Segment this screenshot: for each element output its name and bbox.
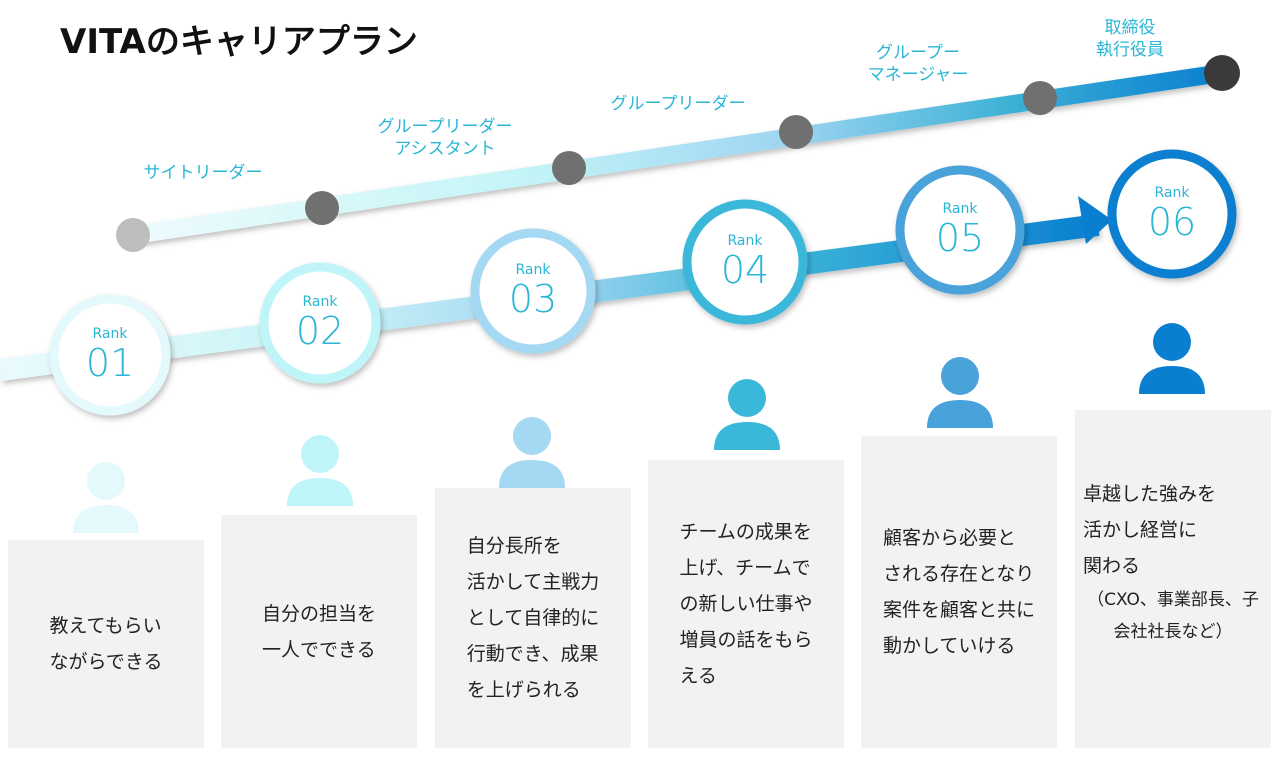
position-label-line: マネージャー: [867, 65, 969, 85]
description-line: チームの成果を: [679, 521, 812, 543]
description-text: 教えてもらいながらできる: [49, 608, 162, 680]
rank-circle: [1107, 149, 1237, 279]
rank-description-box: 顧客から必要とされる存在となり案件を顧客と共に動かしていける: [861, 436, 1057, 748]
rank-description-box: 自分の担当を一人でできる: [221, 515, 417, 748]
rank-word: Rank: [302, 294, 338, 310]
description-line: 自分長所を: [466, 535, 562, 557]
track-milestone-dot: [779, 115, 813, 149]
rank-word: Rank: [92, 326, 128, 342]
person-icon: [73, 462, 139, 533]
person-icon: [714, 379, 780, 450]
position-label-line: グループリーダー: [377, 117, 513, 137]
description-line: 活かし経営に: [1083, 519, 1198, 541]
description-line: 行動でき、成果: [466, 643, 599, 665]
rank-word: Rank: [515, 262, 551, 278]
rank-word: Rank: [1154, 185, 1190, 201]
track-milestone-dot: [1204, 55, 1240, 91]
description-line: 顧客から必要と: [882, 527, 1016, 549]
description-line: 案件を顧客と共に: [882, 599, 1035, 621]
rank-circle: [259, 262, 381, 384]
description-line: 関わる: [1083, 555, 1141, 577]
description-line: 活かして主戦力: [466, 571, 600, 593]
rank-description-box: 卓越した強みを活かし経営に関わる （CXO、事業部長、子会社社長など）: [1075, 410, 1271, 748]
person-icon: [287, 435, 353, 506]
description-line: 一人でできる: [261, 638, 376, 661]
page-title: VITAのキャリアプラン: [60, 22, 418, 62]
description-text: 顧客から必要とされる存在となり案件を顧客と共に動かしていける: [883, 520, 1035, 664]
rank-number: 01: [85, 341, 135, 385]
description-line: 自分の担当を: [261, 602, 376, 625]
rank-number: 06: [1147, 200, 1197, 244]
person-icon: [499, 417, 565, 488]
person-icon: [1139, 323, 1205, 394]
description-line: 教えてもらい: [49, 615, 162, 637]
position-label-line: グループリーダー: [610, 94, 746, 114]
track-milestone-dot: [305, 191, 339, 225]
position-label: グループーマネージャー: [868, 42, 969, 86]
rank-number: 04: [720, 248, 770, 292]
rank-number: 02: [295, 309, 345, 353]
track-milestone-dot: [116, 218, 150, 252]
rank-word: Rank: [942, 201, 978, 217]
person-icon: [927, 357, 993, 428]
rank-word: Rank: [727, 233, 763, 249]
description-line: される存在となり: [882, 563, 1035, 585]
rank-description-box: チームの成果を上げ、チームでの新しい仕事や増員の話をもらえる: [648, 460, 844, 748]
position-label: グループリーダー: [611, 93, 746, 115]
description-line: 上げ、チームで: [679, 557, 811, 579]
description-line: として自律的に: [466, 607, 600, 629]
track-milestone-dot: [1023, 81, 1057, 115]
description-sub-note: （CXO、事業部長、子会社社長など）: [1087, 590, 1259, 642]
rank-circle: [49, 294, 171, 416]
rank-circle: [470, 228, 596, 354]
description-text: 自分長所を活かして主戦力として自律的に行動でき、成果を上げられる: [467, 528, 599, 708]
position-label: 取締役執行役員: [1096, 17, 1164, 61]
rank-description-box: 教えてもらいながらできる: [8, 540, 204, 748]
description-line: の新しい仕事や: [679, 593, 813, 615]
position-label-line: 執行役員: [1096, 40, 1164, 60]
rank-circle: [895, 165, 1025, 295]
position-label-line: 取締役: [1104, 18, 1156, 38]
rank-track-arrowhead: [1078, 196, 1112, 244]
description-text: チームの成果を上げ、チームでの新しい仕事や増員の話をもらえる: [679, 514, 812, 694]
description-line: 動かしていける: [882, 635, 1016, 657]
rank-circle: [682, 199, 808, 325]
track-milestone-dot: [552, 151, 586, 185]
rank-number: 05: [935, 216, 985, 260]
rank-description-box: 自分長所を活かして主戦力として自律的に行動でき、成果を上げられる: [435, 488, 631, 748]
description-line: 増員の話をもら: [679, 629, 813, 651]
position-label: グループリーダーアシスタント: [378, 116, 513, 160]
position-label: サイトリーダー: [144, 162, 263, 184]
position-label-line: アシスタント: [394, 139, 496, 159]
position-label-line: サイトリーダー: [143, 163, 263, 183]
description-text: 自分の担当を一人でできる: [262, 596, 376, 668]
description-line: える: [679, 665, 717, 687]
description-line: を上げられる: [466, 679, 581, 701]
description-line: ながらできる: [49, 651, 163, 673]
description-line: 卓越した強みを: [1083, 483, 1217, 505]
position-label-line: グループー: [876, 43, 960, 63]
rank-number: 03: [508, 277, 558, 321]
description-text: 卓越した強みを活かし経営に関わる （CXO、事業部長、子会社社長など）: [1083, 476, 1263, 648]
